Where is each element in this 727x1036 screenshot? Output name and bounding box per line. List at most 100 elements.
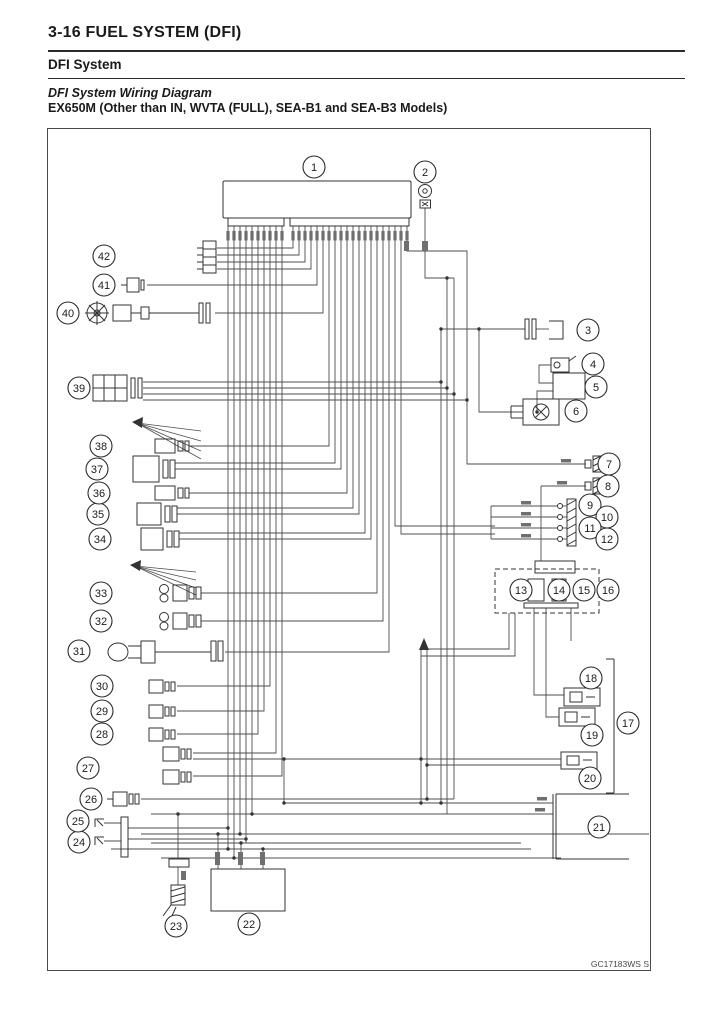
svg-text:18: 18 [585, 673, 597, 685]
svg-text:20: 20 [584, 773, 596, 785]
svg-text:8: 8 [605, 481, 611, 493]
svg-text:1: 1 [311, 162, 317, 174]
svg-text:27: 27 [82, 763, 94, 775]
callout-38: 38 [89, 434, 113, 458]
callout-34: 34 [88, 527, 112, 551]
callout-41: 41 [92, 273, 116, 297]
svg-text:40: 40 [62, 308, 74, 320]
svg-text:39: 39 [73, 383, 85, 395]
svg-text:23: 23 [170, 921, 182, 933]
callout-1: 1 [302, 155, 326, 179]
svg-text:24: 24 [73, 837, 85, 849]
diagram-code: GC17183WS S [591, 959, 649, 969]
callout-24: 24 [67, 830, 91, 854]
wiring-diagram-svg: 1234567891011121314151617181920212223242… [56, 155, 649, 969]
svg-text:29: 29 [96, 706, 108, 718]
svg-text:28: 28 [96, 729, 108, 741]
callout-12: 12 [595, 527, 619, 551]
connector-33-glyph [159, 584, 202, 603]
svg-text:25: 25 [72, 816, 84, 828]
connector-36-glyph [154, 485, 190, 501]
svg-text:34: 34 [94, 534, 106, 546]
svg-text:14: 14 [553, 585, 565, 597]
svg-text:3: 3 [585, 325, 591, 337]
callout-39: 39 [67, 376, 91, 400]
callout-33: 33 [89, 581, 113, 605]
ignition-connector-6-glyph [510, 398, 560, 426]
callout-40: 40 [56, 301, 80, 325]
callout-26: 26 [79, 787, 103, 811]
connector-3-glyph [524, 318, 564, 340]
svg-text:9: 9 [587, 500, 593, 512]
svg-text:33: 33 [95, 588, 107, 600]
connector-41-glyph [121, 277, 145, 293]
callout-37: 37 [85, 457, 109, 481]
callout-29: 29 [90, 699, 114, 723]
label-marks [181, 241, 571, 880]
svg-text:36: 36 [93, 488, 105, 500]
callout-23: 23 [164, 914, 188, 938]
ground-bar-9-12-glyph [557, 498, 577, 547]
callout-31: 31 [67, 639, 91, 663]
ecu-block [222, 180, 412, 227]
sensor-40-glyph [85, 301, 211, 325]
switch-24-25-glyph [94, 816, 129, 858]
svg-text:2: 2 [422, 167, 428, 179]
svg-text:21: 21 [593, 822, 605, 834]
model-line: EX650M (Other than IN, WVTA (FULL), SEA-… [48, 101, 448, 115]
callout-42: 42 [92, 244, 116, 268]
svg-text:41: 41 [98, 280, 110, 292]
connector-39-glyph [92, 374, 143, 402]
diagram-subtitle: DFI System Wiring Diagram [48, 86, 212, 100]
connector-20-glyph [560, 751, 598, 770]
callout-32: 32 [89, 609, 113, 633]
connector-38-glyph [154, 438, 190, 454]
svg-text:6: 6 [573, 406, 579, 418]
callout-27: 27 [76, 756, 100, 780]
callout-28: 28 [90, 722, 114, 746]
callout-11: 11 [578, 516, 602, 540]
component-5-glyph [552, 372, 586, 400]
callout-8: 8 [596, 474, 620, 498]
wire-network [104, 208, 649, 885]
callout-15: 15 [572, 578, 596, 602]
connector-28-glyph [148, 727, 176, 742]
component-31-glyph [107, 640, 224, 664]
callout-21: 21 [587, 815, 611, 839]
callout-17: 17 [616, 711, 640, 735]
callout-25: 25 [66, 809, 90, 833]
component-23-glyph [162, 858, 190, 919]
connector-42-glyph [197, 240, 217, 274]
callout-35: 35 [86, 502, 110, 526]
callout-14: 14 [547, 578, 571, 602]
svg-text:7: 7 [606, 459, 612, 471]
component-4-glyph [550, 355, 577, 373]
connector-30-glyph [148, 679, 176, 694]
svg-text:12: 12 [601, 534, 613, 546]
svg-text:32: 32 [95, 616, 107, 628]
svg-text:15: 15 [578, 585, 590, 597]
svg-text:16: 16 [602, 585, 614, 597]
callout-3: 3 [576, 318, 600, 342]
connector-29-glyph [148, 704, 176, 719]
junction-dots [176, 276, 539, 860]
svg-text:35: 35 [92, 509, 104, 521]
svg-text:17: 17 [622, 718, 634, 730]
callout-16: 16 [596, 578, 620, 602]
callout-22: 22 [237, 912, 261, 936]
callout-2: 2 [413, 160, 437, 184]
callout-6: 6 [564, 399, 588, 423]
component-21-glyph [552, 793, 629, 860]
connector-37-glyph [132, 455, 176, 483]
sensor-2-glyph [418, 184, 432, 209]
svg-text:42: 42 [98, 251, 110, 263]
svg-text:10: 10 [601, 512, 613, 524]
connector-27-glyph [162, 746, 192, 785]
callout-20: 20 [578, 766, 602, 790]
svg-text:13: 13 [515, 585, 527, 597]
svg-text:26: 26 [85, 794, 97, 806]
svg-text:11: 11 [584, 523, 595, 535]
